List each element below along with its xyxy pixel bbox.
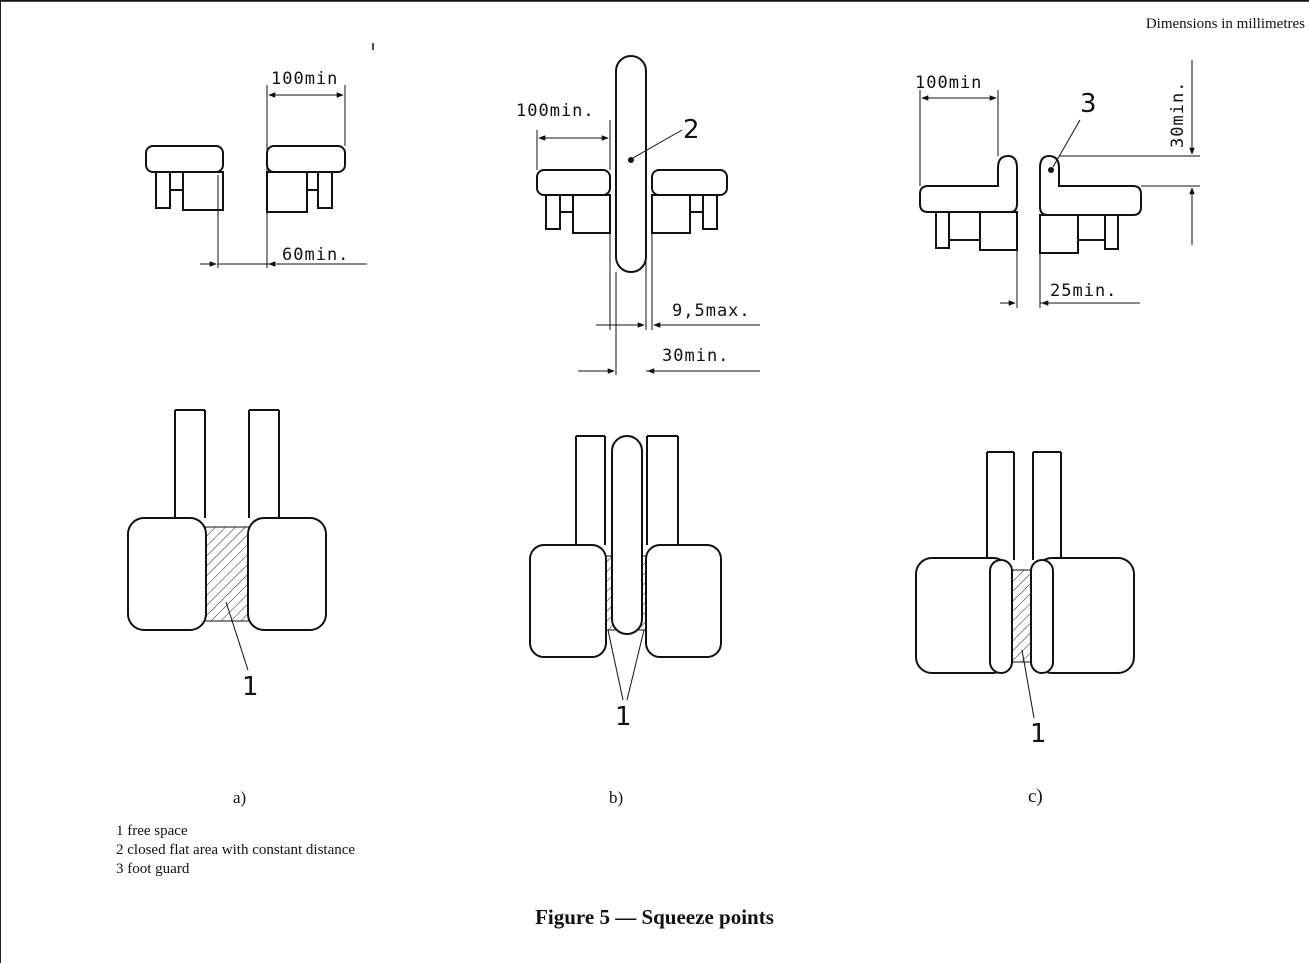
panel-b-callout-1: 1 <box>615 702 632 732</box>
legend-item-free-space: 1 free space <box>116 823 188 839</box>
panel-b-dim-gap: 9,5max. <box>672 301 751 321</box>
panel-c-dim-height: 30min. <box>1168 81 1188 148</box>
dimensions-note: Dimensions in millimetres <box>1145 16 1305 32</box>
panel-c-callout-3: 3 <box>1080 89 1097 119</box>
legend: 1 free space 2 closed flat area with con… <box>116 822 355 879</box>
panel-c-top-view <box>919 60 1200 308</box>
panel-b-dim-top: 100min. <box>516 101 595 121</box>
panel-a-label: a) <box>233 788 247 807</box>
legend-item-closed-flat-area: 2 closed flat area with constant distanc… <box>116 842 356 858</box>
legend-item-foot-guard: 3 foot guard <box>116 861 190 877</box>
panel-b-dim-width: 30min. <box>662 346 729 366</box>
panel-a-dim-bottom: 60min. <box>282 245 349 265</box>
panel-b-label: b) <box>609 788 624 807</box>
panel-c-label: c) <box>1028 786 1043 807</box>
panel-a-dim-top: 100min <box>271 69 338 89</box>
panel-b-top-view <box>536 55 760 375</box>
panel-a-front-view <box>127 409 327 671</box>
panel-c-dim-bottom: 25min. <box>1050 281 1117 301</box>
panel-a-top-view <box>145 85 367 268</box>
figure-caption: Figure 5 — Squeeze points <box>535 905 774 929</box>
panel-b-callout-2: 2 <box>683 115 700 145</box>
panel-c-front-view <box>915 451 1135 719</box>
panel-a-callout-1: 1 <box>242 672 259 702</box>
panel-b-front-view <box>529 435 722 701</box>
panel-c-callout-1: 1 <box>1030 719 1047 749</box>
panel-c-dim-top: 100min <box>915 73 982 93</box>
